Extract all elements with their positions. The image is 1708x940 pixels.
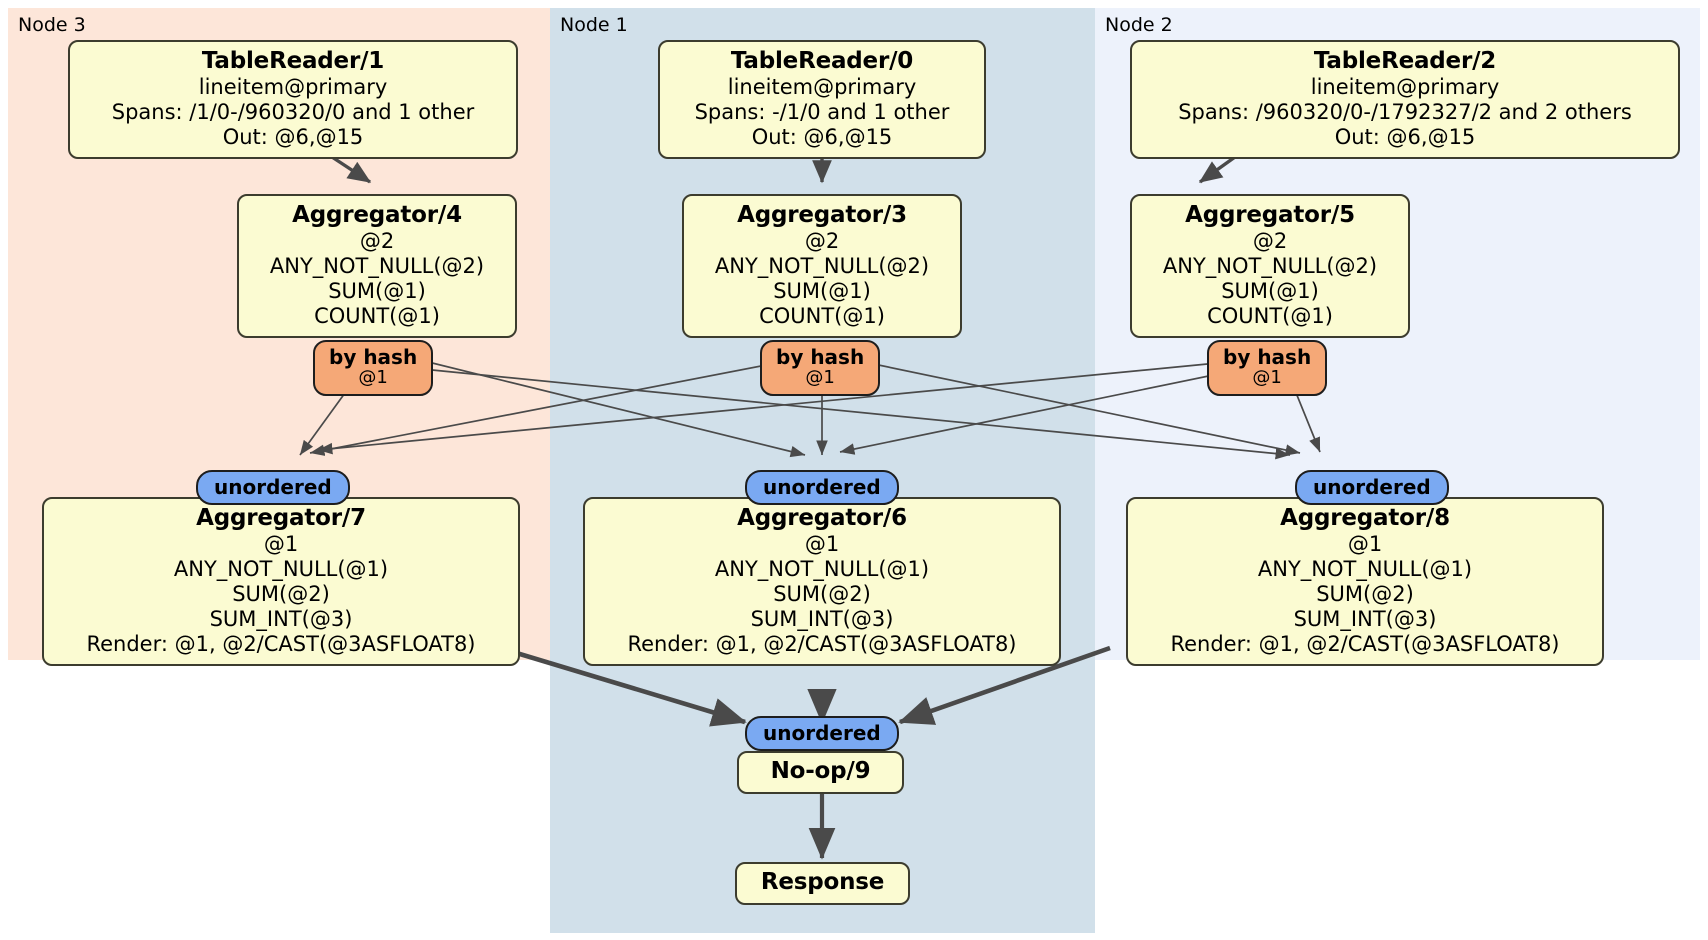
synchronizer-unordered-right[interactable]: unordered: [1295, 470, 1449, 506]
processor-detail-line: COUNT(@1): [759, 304, 885, 329]
router-by-hash-left[interactable]: by hash @1: [313, 340, 434, 396]
processor-detail-line: SUM(@2): [232, 582, 330, 607]
processor-title: TableReader/0: [730, 48, 914, 74]
processor-detail-line: SUM(@2): [773, 582, 871, 607]
processor-title: TableReader/2: [1313, 48, 1497, 74]
processor-detail-line: @2: [804, 229, 840, 254]
processor-detail-line: Spans: /960320/0-/1792327/2 and 2 others: [1178, 100, 1632, 125]
region-node-2-label: Node 2: [1105, 14, 1173, 36]
processor-detail-line: SUM_INT(@3): [750, 607, 894, 632]
processor-detail-line: Render: @1, @2/CAST(@3ASFLOAT8): [86, 632, 476, 657]
processor-detail-line: Spans: -/1/0 and 1 other: [694, 100, 950, 125]
processor-title: Aggregator/3: [737, 202, 907, 228]
processor-detail-line: @1: [804, 532, 840, 557]
processor-detail-line: lineitem@primary: [1310, 75, 1500, 100]
processor-detail-line: @1: [1347, 532, 1383, 557]
processor-title: Aggregator/6: [737, 505, 907, 531]
processor-detail-line: @2: [1252, 229, 1288, 254]
processor-detail-line: Render: @1, @2/CAST(@3ASFLOAT8): [627, 632, 1017, 657]
processor-detail-line: ANY_NOT_NULL(@1): [173, 557, 389, 582]
processor-title: Response: [760, 869, 885, 895]
processor-no-op-9[interactable]: No-op/9: [737, 751, 904, 795]
processor-detail-line: Spans: /1/0-/960320/0 and 1 other: [111, 100, 475, 125]
processor-detail-line: Render: @1, @2/CAST(@3ASFLOAT8): [1170, 632, 1560, 657]
router-type-label: by hash: [776, 345, 865, 369]
processor-detail-line: lineitem@primary: [198, 75, 388, 100]
processor-detail-line: SUM(@1): [328, 279, 426, 304]
processor-detail-line: ANY_NOT_NULL(@2): [269, 254, 485, 279]
router-by-hash-right[interactable]: by hash @1: [1207, 340, 1328, 396]
processor-title: No-op/9: [770, 758, 871, 784]
processor-title: TableReader/1: [201, 48, 385, 74]
processor-aggregator-6[interactable]: Aggregator/6 @1 ANY_NOT_NULL(@1) SUM(@2)…: [583, 497, 1061, 667]
processor-response[interactable]: Response: [735, 862, 910, 906]
router-type-label: by hash: [329, 345, 418, 369]
region-node-1-label: Node 1: [560, 14, 628, 36]
processor-title: Aggregator/4: [292, 202, 462, 228]
processor-aggregator-7[interactable]: Aggregator/7 @1 ANY_NOT_NULL(@1) SUM(@2)…: [42, 497, 520, 667]
processor-table-reader-1[interactable]: TableReader/1 lineitem@primary Spans: /1…: [68, 40, 518, 160]
processor-detail-line: SUM(@2): [1316, 582, 1414, 607]
processor-title: Aggregator/8: [1280, 505, 1450, 531]
processor-aggregator-5[interactable]: Aggregator/5 @2 ANY_NOT_NULL(@2) SUM(@1)…: [1130, 194, 1410, 339]
processor-detail-line: Out: @6,@15: [1334, 125, 1476, 150]
synchronizer-unordered-left[interactable]: unordered: [196, 470, 350, 506]
router-column-label: @1: [1252, 367, 1282, 389]
processor-detail-line: SUM_INT(@3): [209, 607, 353, 632]
processor-detail-line: ANY_NOT_NULL(@2): [714, 254, 930, 279]
processor-aggregator-4[interactable]: Aggregator/4 @2 ANY_NOT_NULL(@2) SUM(@1)…: [237, 194, 517, 339]
router-by-hash-center[interactable]: by hash @1: [760, 340, 881, 396]
processor-detail-line: ANY_NOT_NULL(@1): [1257, 557, 1473, 582]
processor-detail-line: Out: @6,@15: [751, 125, 893, 150]
processor-detail-line: @2: [359, 229, 395, 254]
processor-detail-line: lineitem@primary: [727, 75, 917, 100]
router-column-label: @1: [358, 367, 388, 389]
processor-detail-line: @1: [263, 532, 299, 557]
processor-detail-line: SUM(@1): [1221, 279, 1319, 304]
processor-detail-line: COUNT(@1): [314, 304, 440, 329]
processor-detail-line: Out: @6,@15: [222, 125, 364, 150]
processor-detail-line: SUM_INT(@3): [1293, 607, 1437, 632]
synchronizer-unordered-final[interactable]: unordered: [745, 716, 899, 752]
processor-detail-line: COUNT(@1): [1207, 304, 1333, 329]
processor-table-reader-0[interactable]: TableReader/0 lineitem@primary Spans: -/…: [658, 40, 986, 160]
router-type-label: by hash: [1223, 345, 1312, 369]
router-column-label: @1: [805, 367, 835, 389]
processor-title: Aggregator/5: [1185, 202, 1355, 228]
processor-aggregator-3[interactable]: Aggregator/3 @2 ANY_NOT_NULL(@2) SUM(@1)…: [682, 194, 962, 339]
processor-detail-line: SUM(@1): [773, 279, 871, 304]
processor-aggregator-8[interactable]: Aggregator/8 @1 ANY_NOT_NULL(@1) SUM(@2)…: [1126, 497, 1604, 667]
processor-detail-line: ANY_NOT_NULL(@2): [1162, 254, 1378, 279]
processor-title: Aggregator/7: [196, 505, 366, 531]
processor-detail-line: ANY_NOT_NULL(@1): [714, 557, 930, 582]
synchronizer-unordered-center[interactable]: unordered: [745, 470, 899, 506]
processor-table-reader-2[interactable]: TableReader/2 lineitem@primary Spans: /9…: [1130, 40, 1680, 160]
region-node-3-label: Node 3: [18, 14, 86, 36]
